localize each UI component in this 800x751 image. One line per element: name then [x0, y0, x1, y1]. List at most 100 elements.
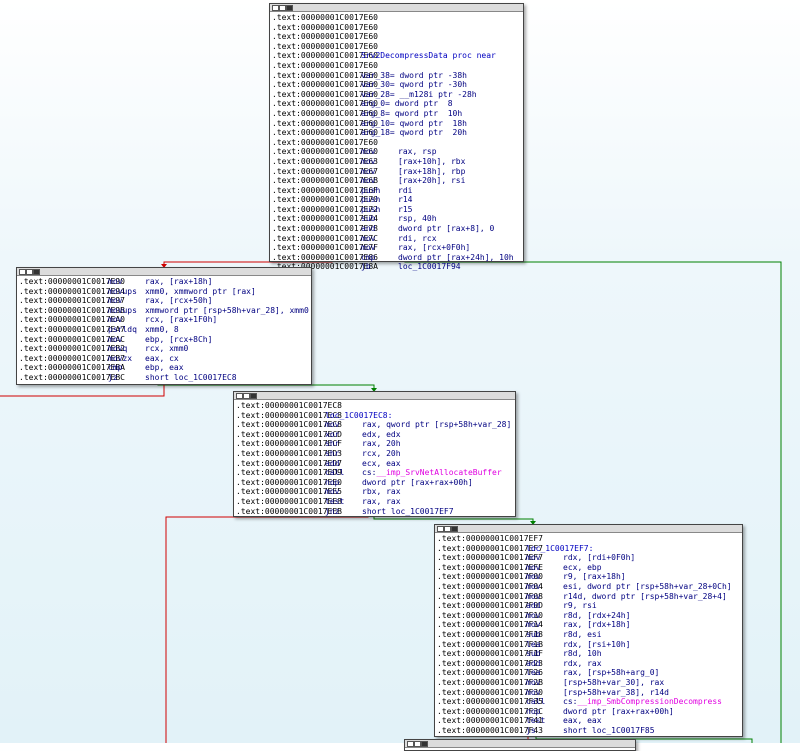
asm-line[interactable]: .text:00000001C0017EC8loc_1C0017EC8: — [236, 411, 515, 421]
operands[interactable]: rax, 20h — [362, 439, 401, 449]
operands[interactable]: [rax+18h], rbp — [398, 166, 466, 176]
operands[interactable]: eax, eax — [563, 716, 602, 726]
asm-line[interactable]: .text:00000001C0017E63mov[rax+10h], rbx — [272, 157, 523, 167]
operands[interactable]: rdi — [398, 185, 413, 195]
collapse-icon[interactable] — [250, 393, 257, 399]
operands[interactable]: rax, [rcx+50h] — [145, 296, 213, 306]
operands[interactable]: rbx, rax — [362, 487, 401, 497]
asm-line[interactable]: .text:00000001C0017E60var_28= __m128i pt… — [272, 90, 523, 100]
asm-line[interactable]: .text:00000001C0017EC8 — [236, 401, 515, 411]
operands[interactable]: cs:__imp_SrvNetAllocateBuffer — [362, 468, 502, 478]
color-icon[interactable] — [243, 393, 250, 399]
operands[interactable]: r14d, dword ptr [rsp+58h+var_28+4] — [563, 591, 727, 601]
operands[interactable]: r15 — [398, 204, 413, 214]
asm-line[interactable]: .text:00000001C0017E67mov[rax+18h], rbp — [272, 167, 523, 177]
operands[interactable]: rax, [rsp+58h+arg_0] — [563, 668, 660, 678]
color-icon[interactable] — [414, 741, 421, 747]
collapse-icon[interactable] — [286, 5, 293, 11]
asm-line[interactable]: .text:00000001C0017EF7loc_1C0017EF7: — [437, 544, 742, 554]
operands[interactable]: ebp, eax — [145, 363, 184, 373]
operands[interactable]: rax, [rdx+18h] — [563, 620, 631, 630]
operands[interactable]: xmm0, xmmword ptr [rax] — [145, 286, 256, 296]
color-icon[interactable] — [26, 269, 33, 275]
operands[interactable]: r9, rsi — [563, 601, 597, 611]
operands[interactable]: ecx, eax — [362, 458, 401, 468]
operands[interactable]: rsp, 40h — [398, 214, 437, 224]
operands[interactable]: rax, [rcx+0F0h] — [398, 243, 471, 253]
operands[interactable]: r8d, esi — [563, 629, 602, 639]
restore-icon[interactable] — [236, 393, 243, 399]
operands[interactable]: r14 — [398, 195, 413, 205]
restore-icon[interactable] — [407, 741, 414, 747]
collapse-icon[interactable] — [33, 269, 40, 275]
operands[interactable]: [rsp+58h+var_38], r14d — [563, 687, 669, 697]
operands[interactable]: [rax+20h], rsi — [398, 176, 466, 186]
operands[interactable]: r8d, [rdx+24h] — [563, 610, 631, 620]
asm-line[interactable]: .text:00000001C0017E60 — [272, 61, 523, 71]
asm-line[interactable]: .text:00000001C0017E60var_38= dword ptr … — [272, 71, 523, 81]
operands[interactable]: rdi, rcx — [398, 233, 437, 243]
operands[interactable]: cs:__imp_SmbCompressionDecompress — [563, 697, 722, 707]
asm-line[interactable]: .text:00000001C0017E60 — [272, 42, 523, 52]
operands[interactable]: short loc_1C0017EF7 — [362, 506, 454, 516]
code-block-next[interactable] — [404, 739, 636, 751]
collapse-icon[interactable] — [421, 741, 428, 747]
operands[interactable]: dword ptr [rax+rax+00h] — [563, 706, 674, 716]
asm-line[interactable]: .text:00000001C0017E60 — [272, 13, 523, 23]
operands[interactable]: rdx, [rsi+10h] — [563, 639, 631, 649]
block-header[interactable] — [234, 392, 515, 400]
asm-line[interactable]: .text:00000001C0017E60arg_18= qword ptr … — [272, 128, 523, 138]
operands[interactable]: r8d, 10h — [563, 649, 602, 659]
asm-line[interactable]: .text:00000001C0017E60 — [272, 23, 523, 33]
color-icon[interactable] — [279, 5, 286, 11]
operands[interactable]: rdx, [rdi+0F0h] — [563, 553, 636, 563]
operands[interactable]: rcx, [rax+1F0h] — [145, 315, 218, 325]
operands[interactable]: ecx, ebp — [563, 562, 602, 572]
operands[interactable]: rax, rax — [362, 496, 401, 506]
restore-icon[interactable] — [272, 5, 279, 11]
operands[interactable]: short loc_1C0017EC8 — [145, 372, 237, 382]
block-header[interactable] — [17, 268, 311, 276]
operands[interactable]: dword ptr [rax+24h], 10h — [398, 252, 514, 262]
import-ref[interactable]: __imp_SmbCompressionDecompress — [577, 697, 722, 707]
operands[interactable]: xmmword ptr [rsp+58h+var_28], xmm0 — [145, 305, 309, 315]
asm-line[interactable]: .text:00000001C0017E6Bmov[rax+20h], rsi — [272, 176, 523, 186]
operands[interactable]: xmm0, 8 — [145, 324, 179, 334]
collapse-icon[interactable] — [451, 526, 458, 532]
import-ref[interactable]: __imp_SrvNetAllocateBuffer — [376, 468, 502, 478]
operands[interactable]: ebp, [rcx+8Ch] — [145, 334, 213, 344]
asm-line[interactable]: .text:00000001C0017E60arg_8= qword ptr 1… — [272, 109, 523, 119]
asm-line[interactable]: .text:00000001C0017E60arg_10= qword ptr … — [272, 119, 523, 129]
restore-icon[interactable] — [19, 269, 26, 275]
operands[interactable]: dword ptr [rax+rax+00h] — [362, 477, 473, 487]
operands[interactable]: rcx, 20h — [362, 448, 401, 458]
